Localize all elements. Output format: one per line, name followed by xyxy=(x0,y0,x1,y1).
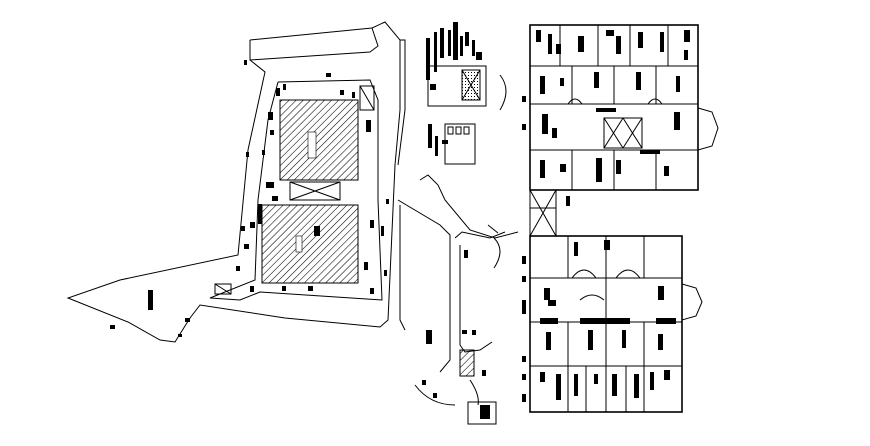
building-block-south xyxy=(261,204,359,284)
plan-connector xyxy=(529,189,557,237)
site-plan xyxy=(66,21,401,343)
floor-plan-lower xyxy=(522,235,703,413)
annex-building xyxy=(444,123,476,165)
utility-block-upper xyxy=(427,65,487,107)
building-block-north xyxy=(279,99,359,181)
inner-boundary xyxy=(209,79,383,301)
site-markers xyxy=(110,60,389,337)
site-boundary xyxy=(66,21,401,343)
gate-house xyxy=(467,401,497,425)
central-connector xyxy=(289,181,341,201)
road-network xyxy=(397,22,519,425)
floor-plan-upper xyxy=(522,24,719,206)
